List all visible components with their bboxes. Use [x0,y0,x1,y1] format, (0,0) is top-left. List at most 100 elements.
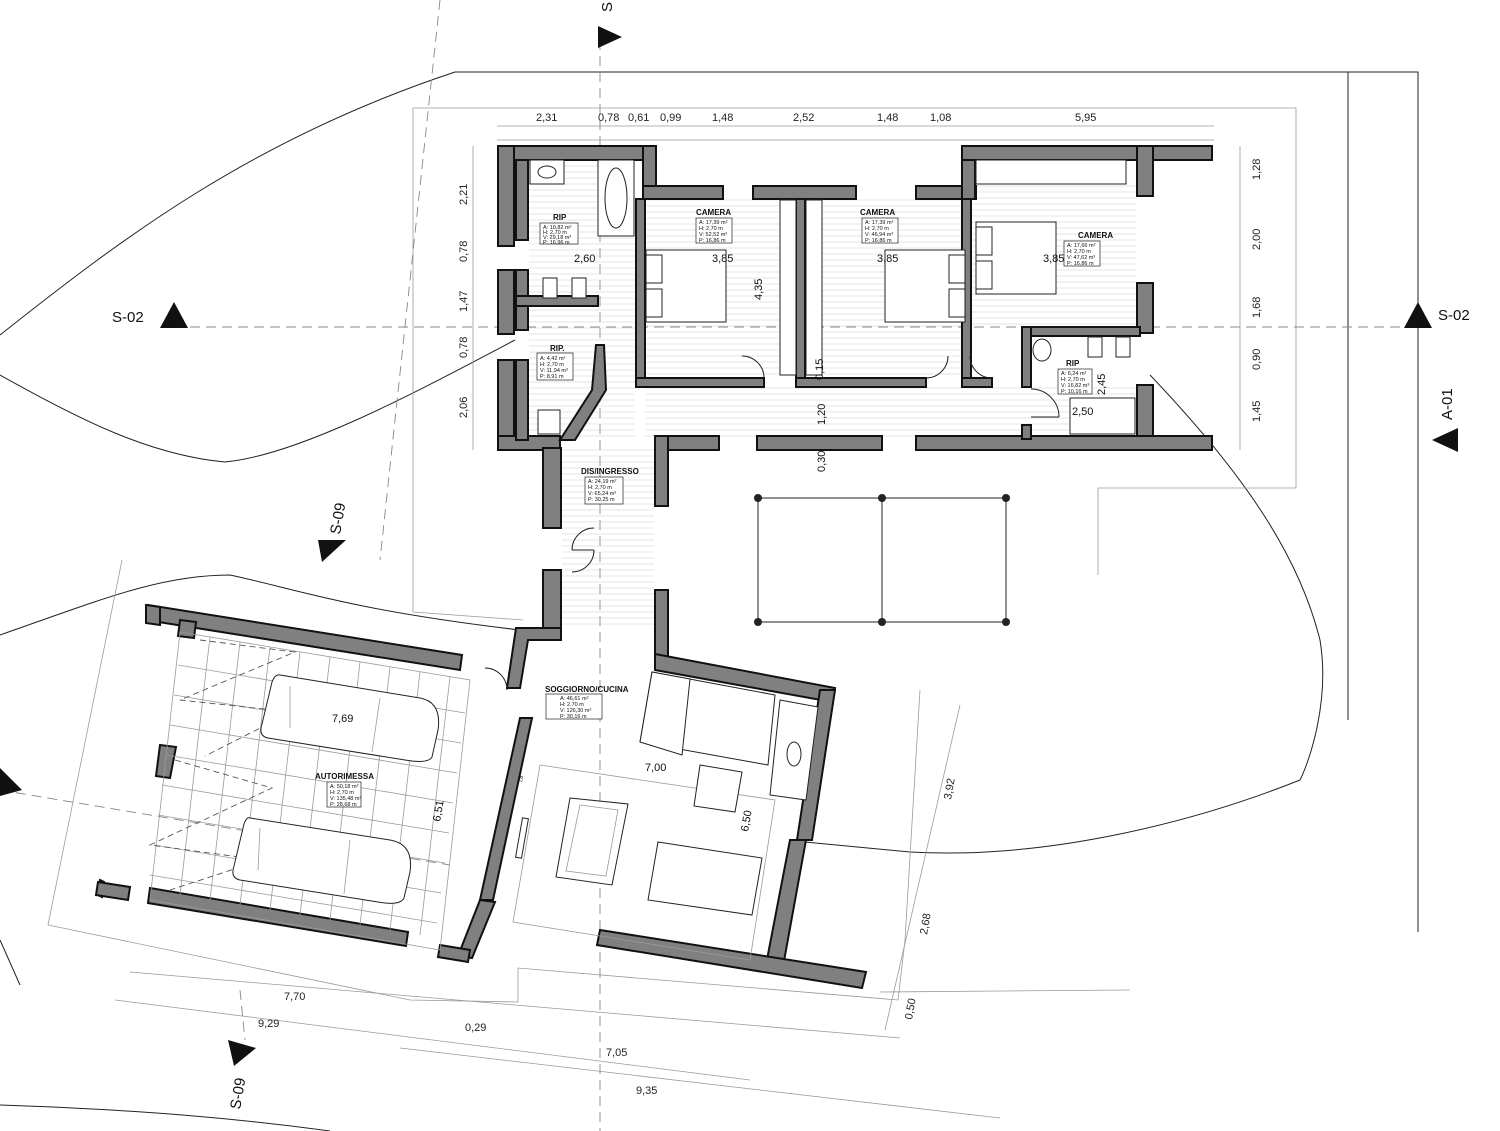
svg-text:6,50: 6,50 [739,809,755,832]
svg-text:H: 2,70 m: H: 2,70 m [543,230,567,236]
svg-text:P: 28,68 m: P: 28,68 m [330,802,357,808]
svg-text:P: 16,86 m: P: 16,86 m [865,238,892,244]
svg-text:V: 29,18 m³: V: 29,18 m³ [543,235,571,241]
svg-text:2,68: 2,68 [918,912,934,935]
living-walls [436,627,868,990]
svg-text:V: 47,62 m³: V: 47,62 m³ [1067,255,1095,261]
dims-top: 2,31 0,78 0,61 0,99 1,48 2,52 1,48 1,08 … [536,112,1096,124]
svg-text:0,78: 0,78 [458,337,470,358]
svg-text:9,29: 9,29 [258,1018,279,1030]
svg-text:4,35: 4,35 [753,279,765,300]
svg-text:9,35: 9,35 [636,1085,657,1097]
dims-side: 3,92 2,68 0,50 [903,777,958,1020]
svg-text:A: 4,42 m²: A: 4,42 m² [540,356,566,362]
svg-text:H: 2,70 m: H: 2,70 m [865,226,889,232]
room-rip2: RIP. A: 4,42 m² H: 2,70 m V: 11,94 m³ P:… [536,344,574,381]
svg-text:A: 46,61 m²: A: 46,61 m² [560,696,589,702]
svg-text:3,85: 3,85 [712,253,733,265]
section-label-top: S [599,2,616,12]
svg-text:0,15: 0,15 [814,359,826,380]
svg-text:3,85: 3,85 [1043,253,1064,265]
svg-text:1,48: 1,48 [712,112,733,124]
svg-text:V: 135,48 m³: V: 135,48 m³ [330,796,361,802]
dims-right: 1,28 2,00 1,68 0,90 1,45 [1251,159,1263,422]
svg-text:A: 17,39 m²: A: 17,39 m² [865,220,894,226]
svg-text:1,20: 1,20 [816,404,828,425]
svg-text:2,00: 2,00 [1251,229,1263,250]
room-label: AUTORIMESSA [315,772,374,781]
section-arrow-left-edge [0,768,22,796]
svg-text:P: 16,86 m: P: 16,86 m [1067,261,1094,267]
svg-text:V: 126,30 m³: V: 126,30 m³ [560,708,591,714]
svg-text:1,68: 1,68 [1251,297,1263,318]
svg-text:V: 16,82 m³: V: 16,82 m³ [1061,383,1089,389]
svg-text:0,90: 0,90 [1251,349,1263,370]
section-label-a01: A-01 [1439,388,1456,420]
svg-text:H: 2,70 m: H: 2,70 m [1067,249,1091,255]
room-label: CAMERA [1078,231,1113,240]
room-label: SOGGIORNO/CUCINA [545,685,629,694]
room-measures: 2,60 3,85 4,35 3,85 3,85 0,15 1,20 0,30 … [332,253,1108,833]
house-walls [497,145,1213,661]
svg-text:2,50: 2,50 [1072,406,1093,418]
svg-text:0,30: 0,30 [816,451,828,472]
room-label: RIP. [550,344,565,353]
svg-text:1,45: 1,45 [1251,401,1263,422]
section-arrow-s09-top [318,540,346,562]
section-label-s02-right: S-02 [1438,307,1470,324]
room-label: DIS/INGRESSO [581,467,639,476]
living-furniture [512,671,819,961]
svg-text:H: 2,70 m: H: 2,70 m [699,226,723,232]
svg-text:2,45: 2,45 [1096,374,1108,395]
section-arrow-s09-bottom [228,1040,256,1066]
svg-text:P: 30,25 m: P: 30,25 m [588,497,615,503]
svg-text:V: 52,52 m³: V: 52,52 m³ [699,232,727,238]
svg-text:A: 6,24 m²: A: 6,24 m² [1061,371,1087,377]
room-label: RIP [553,213,567,222]
room-sog: SOGGIORNO/CUCINA A: 46,61 m² H: 2,70 m V… [545,685,629,720]
section-label-s09-top: S-09 [327,502,349,536]
svg-text:1,47: 1,47 [458,291,470,312]
room-label: CAMERA [696,208,731,217]
svg-text:H: 2,70 m: H: 2,70 m [560,702,584,708]
room-label: CAMERA [860,208,895,217]
svg-text:P: 30,16 m: P: 30,16 m [560,714,587,720]
room-rip3: RIP A: 6,24 m² H: 2,70 m V: 16,82 m³ P: … [1057,359,1093,395]
svg-text:H: 2,70 m: H: 2,70 m [1061,377,1085,383]
section-label-s09-bottom: S-09 [227,1077,249,1111]
svg-text:3,85: 3,85 [877,253,898,265]
pergola [754,494,1010,626]
room-cam1: CAMERA A: 17,39 m² H: 2,70 m V: 52,52 m³… [695,208,733,244]
svg-text:1,08: 1,08 [930,112,951,124]
svg-text:V: 46,94 m³: V: 46,94 m³ [865,232,893,238]
section-arrow-a01 [1432,428,1458,452]
svg-text:1,28: 1,28 [1251,159,1263,180]
svg-text:A: 24,19 m²: A: 24,19 m² [588,479,617,485]
section-label-s02-left: S-02 [112,309,144,326]
section-arrow-s02-left [160,302,188,328]
house-furniture [484,159,1136,691]
svg-text:A: 17,66 m²: A: 17,66 m² [1067,243,1096,249]
svg-text:2,52: 2,52 [793,112,814,124]
svg-text:P: 8,91 m: P: 8,91 m [540,374,564,380]
svg-text:5,95: 5,95 [1075,112,1096,124]
section-arrow-top [598,26,622,48]
room-dis: DIS/INGRESSO A: 24,19 m² H: 2,70 m V: 65… [581,467,639,505]
svg-text:V: 11,94 m³: V: 11,94 m³ [540,368,568,374]
room-label: RIP [1066,359,1080,368]
svg-text:7,00: 7,00 [645,762,666,774]
svg-text:0,50: 0,50 [903,997,919,1020]
dims-left: 2,21 0,78 1,47 0,78 2,06 [458,184,470,418]
svg-text:1,48: 1,48 [877,112,898,124]
svg-text:V: 65,24 m³: V: 65,24 m³ [588,491,616,497]
svg-text:7,70: 7,70 [284,991,305,1003]
room-aut: AUTORIMESSA A: 50,18 m² H: 2,70 m V: 135… [315,772,374,808]
svg-text:2,31: 2,31 [536,112,557,124]
svg-text:A: 10,82 m²: A: 10,82 m² [543,225,572,231]
svg-text:0,78: 0,78 [458,241,470,262]
room-cam2: CAMERA A: 17,39 m² H: 2,70 m V: 46,94 m³… [860,208,899,244]
svg-text:0,61: 0,61 [628,112,649,124]
dims-bottom: 7,70 9,29 0,29 7,05 9,35 [258,991,657,1097]
svg-text:H: 2,70 m: H: 2,70 m [330,790,354,796]
